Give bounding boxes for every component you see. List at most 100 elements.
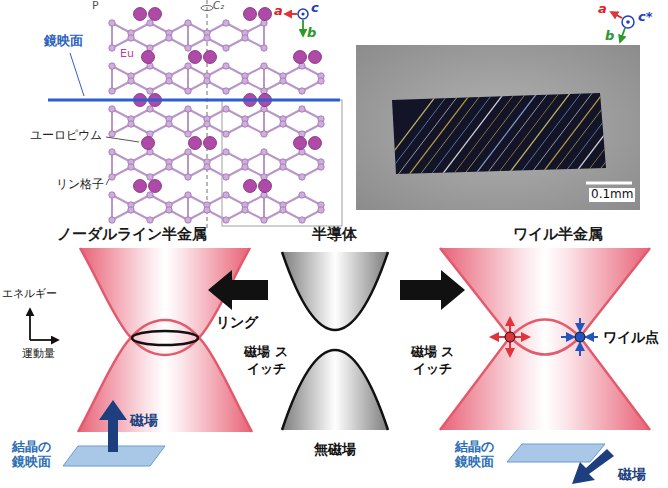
crystal-structure [48,0,342,228]
crystal-streak [482,88,552,180]
europium-atom [149,8,162,21]
phosphorus-atom [128,164,134,170]
phosphorus-chain [112,167,321,177]
crystal-streak [427,88,497,180]
band-fill [282,252,388,330]
phosphorus-atom [299,192,305,198]
crystal-streak [537,88,607,180]
axis-a [611,12,622,18]
phosphorus-atom [242,164,248,170]
axis-c [626,20,630,24]
label: C₂ [213,0,224,12]
phosphorus-atom [147,217,153,223]
panel-heading: ノーダルライン半金属 [57,225,207,243]
phosphorus-atom [147,174,153,180]
weyl-point [505,332,515,342]
phosphorus-bond [263,109,265,134]
phosphorus-atom [128,121,134,127]
phosphorus-atom [223,131,229,137]
label: リン格子 [56,178,104,192]
phosphorus-atom [242,35,248,41]
europium-atom [142,137,155,150]
leader-line [106,179,109,185]
crystal-streak [581,88,651,180]
phosphorus-atom [109,20,115,26]
europium-atom [259,180,272,193]
label: 0.1mm [589,188,635,202]
crystal-streak [405,88,475,180]
axis-c [301,12,304,15]
crystal-streak [471,88,541,180]
phosphorus-bond [187,66,189,91]
phosphorus-atom [109,106,115,112]
weyl-point [575,332,585,342]
phosphorus-atom [318,78,324,84]
europium-atom [204,51,217,64]
sink-arrow [561,336,574,338]
source-arrow [509,342,511,356]
sink-arrow [579,343,581,356]
phosphorus-atom [318,164,324,170]
label: b [605,29,614,44]
label: ユーロピウム [30,129,102,143]
phosphorus-atom [223,45,229,51]
phosphorus-atom [223,20,229,26]
field-arrow [99,400,127,452]
leader-line [106,137,139,142]
phosphorus-atom [109,174,115,180]
band-line [282,350,388,430]
semiconductor-bands [282,252,388,430]
axis-a [285,13,297,15]
field-in-plane [507,444,614,484]
label: P [92,0,99,13]
europium-atom [294,137,307,150]
phosphorus-atom [280,164,286,170]
phosphorus-atom [128,35,134,41]
field-normal [63,400,165,466]
europium-atom [294,51,307,64]
phosphorus-atom [299,174,305,180]
phosphorus-atom [261,63,267,69]
phosphorus-atom [318,207,324,213]
phosphorus-atom [109,63,115,69]
nodal-ring [132,331,198,345]
source-arrow [491,336,505,338]
axis-b [302,20,304,36]
phosphorus-atom [280,78,286,84]
phosphorus-atom [223,174,229,180]
phosphorus-atom [223,192,229,198]
europium-atom [134,8,147,21]
phosphorus-atom [299,88,305,94]
crystal-sample [392,93,606,174]
phosphorus-atom [185,174,191,180]
band-panel: ノーダルライン半金属 [55,224,208,439]
phosphorus-chain [112,210,321,220]
mirror-plane [48,99,340,102]
phosphorus-atom [147,88,153,94]
phosphorus-atom [185,88,191,94]
phosphorus-atom [299,106,305,112]
label: 結晶の 鏡映面 [12,440,54,470]
photo-ground [356,45,640,210]
axis-c [622,16,634,28]
rotation-mark [201,6,213,11]
phosphorus-chain [112,124,321,134]
phosphorus-bond [263,195,265,220]
phosphorus-atom [204,207,210,213]
label: b [307,26,316,41]
phosphorus-atom [185,131,191,137]
phosphorus-atom [109,131,115,137]
phosphorus-bond [111,195,113,220]
phosphorus-atom [185,149,191,155]
phosphorus-bond [187,109,189,134]
crystal-streak [548,88,618,180]
phosphorus-atom [128,207,134,213]
phosphorus-atom [223,149,229,155]
scale-bar [586,182,632,185]
phosphorus-atom [109,192,115,198]
label: a [598,2,607,17]
field-arrow [572,449,614,484]
crystal-streak [383,88,453,180]
